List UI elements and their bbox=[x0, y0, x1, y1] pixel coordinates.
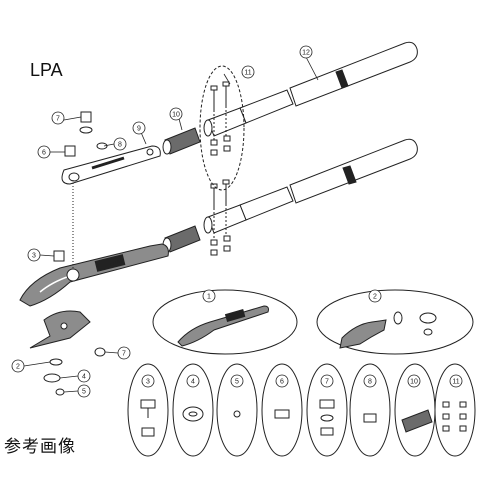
callout-2-side: 2 bbox=[11, 359, 25, 373]
detail-4-outline bbox=[172, 363, 214, 457]
svg-text:11: 11 bbox=[452, 379, 459, 386]
detail-11-outline bbox=[434, 363, 476, 457]
upper-arm-blade bbox=[19, 243, 169, 307]
callout-9-label: 9 bbox=[137, 126, 141, 133]
bolt-group-outline bbox=[199, 65, 245, 191]
callout-group: 12 11 10 9 8 7 bbox=[11, 45, 463, 398]
callout-9: 9 bbox=[132, 121, 146, 135]
svg-text:5: 5 bbox=[235, 379, 239, 386]
svg-text:7: 7 bbox=[325, 379, 329, 386]
detail-label-10: 10 bbox=[407, 374, 421, 388]
handle-logo-text: LPA bbox=[109, 259, 121, 267]
washer-stack bbox=[43, 347, 106, 396]
detail-3-outline bbox=[127, 363, 169, 457]
detail-1-blade bbox=[177, 305, 269, 347]
svg-text:8: 8 bbox=[368, 379, 372, 386]
lower-handle-pipe bbox=[203, 138, 418, 234]
callout-2-side-label: 2 bbox=[16, 364, 20, 371]
callout-8: 8 bbox=[113, 137, 127, 151]
callout-12: 12 bbox=[299, 45, 313, 59]
reference-image-caption: 参考画像 bbox=[4, 437, 76, 457]
callout-7-bottom: 7 bbox=[117, 346, 131, 360]
callout-11: 11 bbox=[241, 65, 255, 79]
callout-6-label: 6 bbox=[42, 150, 46, 157]
callout-7-bottom-label: 7 bbox=[122, 351, 126, 358]
upper-bolt-set bbox=[210, 81, 231, 156]
callout-8-label: 8 bbox=[118, 142, 122, 149]
detail-label-5: 5 bbox=[230, 374, 244, 388]
detail-label-3: 3 bbox=[141, 374, 155, 388]
link-plate bbox=[61, 145, 161, 185]
svg-text:2: 2 bbox=[373, 294, 377, 301]
svg-text:4: 4 bbox=[191, 379, 195, 386]
svg-text:1: 1 bbox=[207, 294, 211, 301]
callout-10: 10 bbox=[169, 107, 183, 121]
detail-5-outline bbox=[216, 363, 258, 457]
callout-6: 6 bbox=[37, 145, 51, 159]
lower-bolt-set bbox=[210, 179, 231, 256]
detail-7-outline bbox=[306, 363, 348, 457]
detail-label-1: 1 bbox=[202, 289, 216, 303]
callout-12-label: 12 bbox=[302, 50, 310, 57]
callout-4: 4 bbox=[77, 369, 91, 383]
callout-5-label: 5 bbox=[82, 389, 86, 396]
callout-5: 5 bbox=[77, 384, 91, 398]
svg-text:6: 6 bbox=[280, 379, 284, 386]
svg-text:3: 3 bbox=[146, 379, 150, 386]
callout-3: 3 bbox=[27, 248, 41, 262]
callout-10-label: 10 bbox=[172, 112, 180, 119]
detail-label-2: 2 bbox=[368, 289, 382, 303]
callout-7-top-label: 7 bbox=[56, 116, 60, 123]
model-label: LPA bbox=[30, 60, 63, 80]
detail-6-outline bbox=[261, 363, 303, 457]
detail-2-hook bbox=[339, 311, 437, 349]
detail-label-6: 6 bbox=[275, 374, 289, 388]
detail-1-outline bbox=[152, 289, 298, 355]
callout-11-label: 11 bbox=[244, 70, 251, 77]
callout-4-label: 4 bbox=[82, 374, 86, 381]
detail-label-11: 11 bbox=[449, 374, 463, 388]
svg-text:10: 10 bbox=[410, 379, 418, 386]
upper-handle-pipe bbox=[203, 41, 418, 137]
detail-label-4: 4 bbox=[186, 374, 200, 388]
detail-8-outline bbox=[349, 363, 391, 457]
lower-hook-blade bbox=[29, 310, 91, 349]
callout-7-top: 7 bbox=[51, 111, 65, 125]
nut-parts-upper bbox=[53, 111, 108, 262]
callout-3-label: 3 bbox=[32, 253, 36, 260]
upper-grip-insert bbox=[162, 127, 201, 155]
detail-label-7: 7 bbox=[320, 374, 334, 388]
detail-2-outline bbox=[316, 289, 474, 355]
detail-label-8: 8 bbox=[363, 374, 377, 388]
lower-grip-insert bbox=[162, 225, 201, 253]
